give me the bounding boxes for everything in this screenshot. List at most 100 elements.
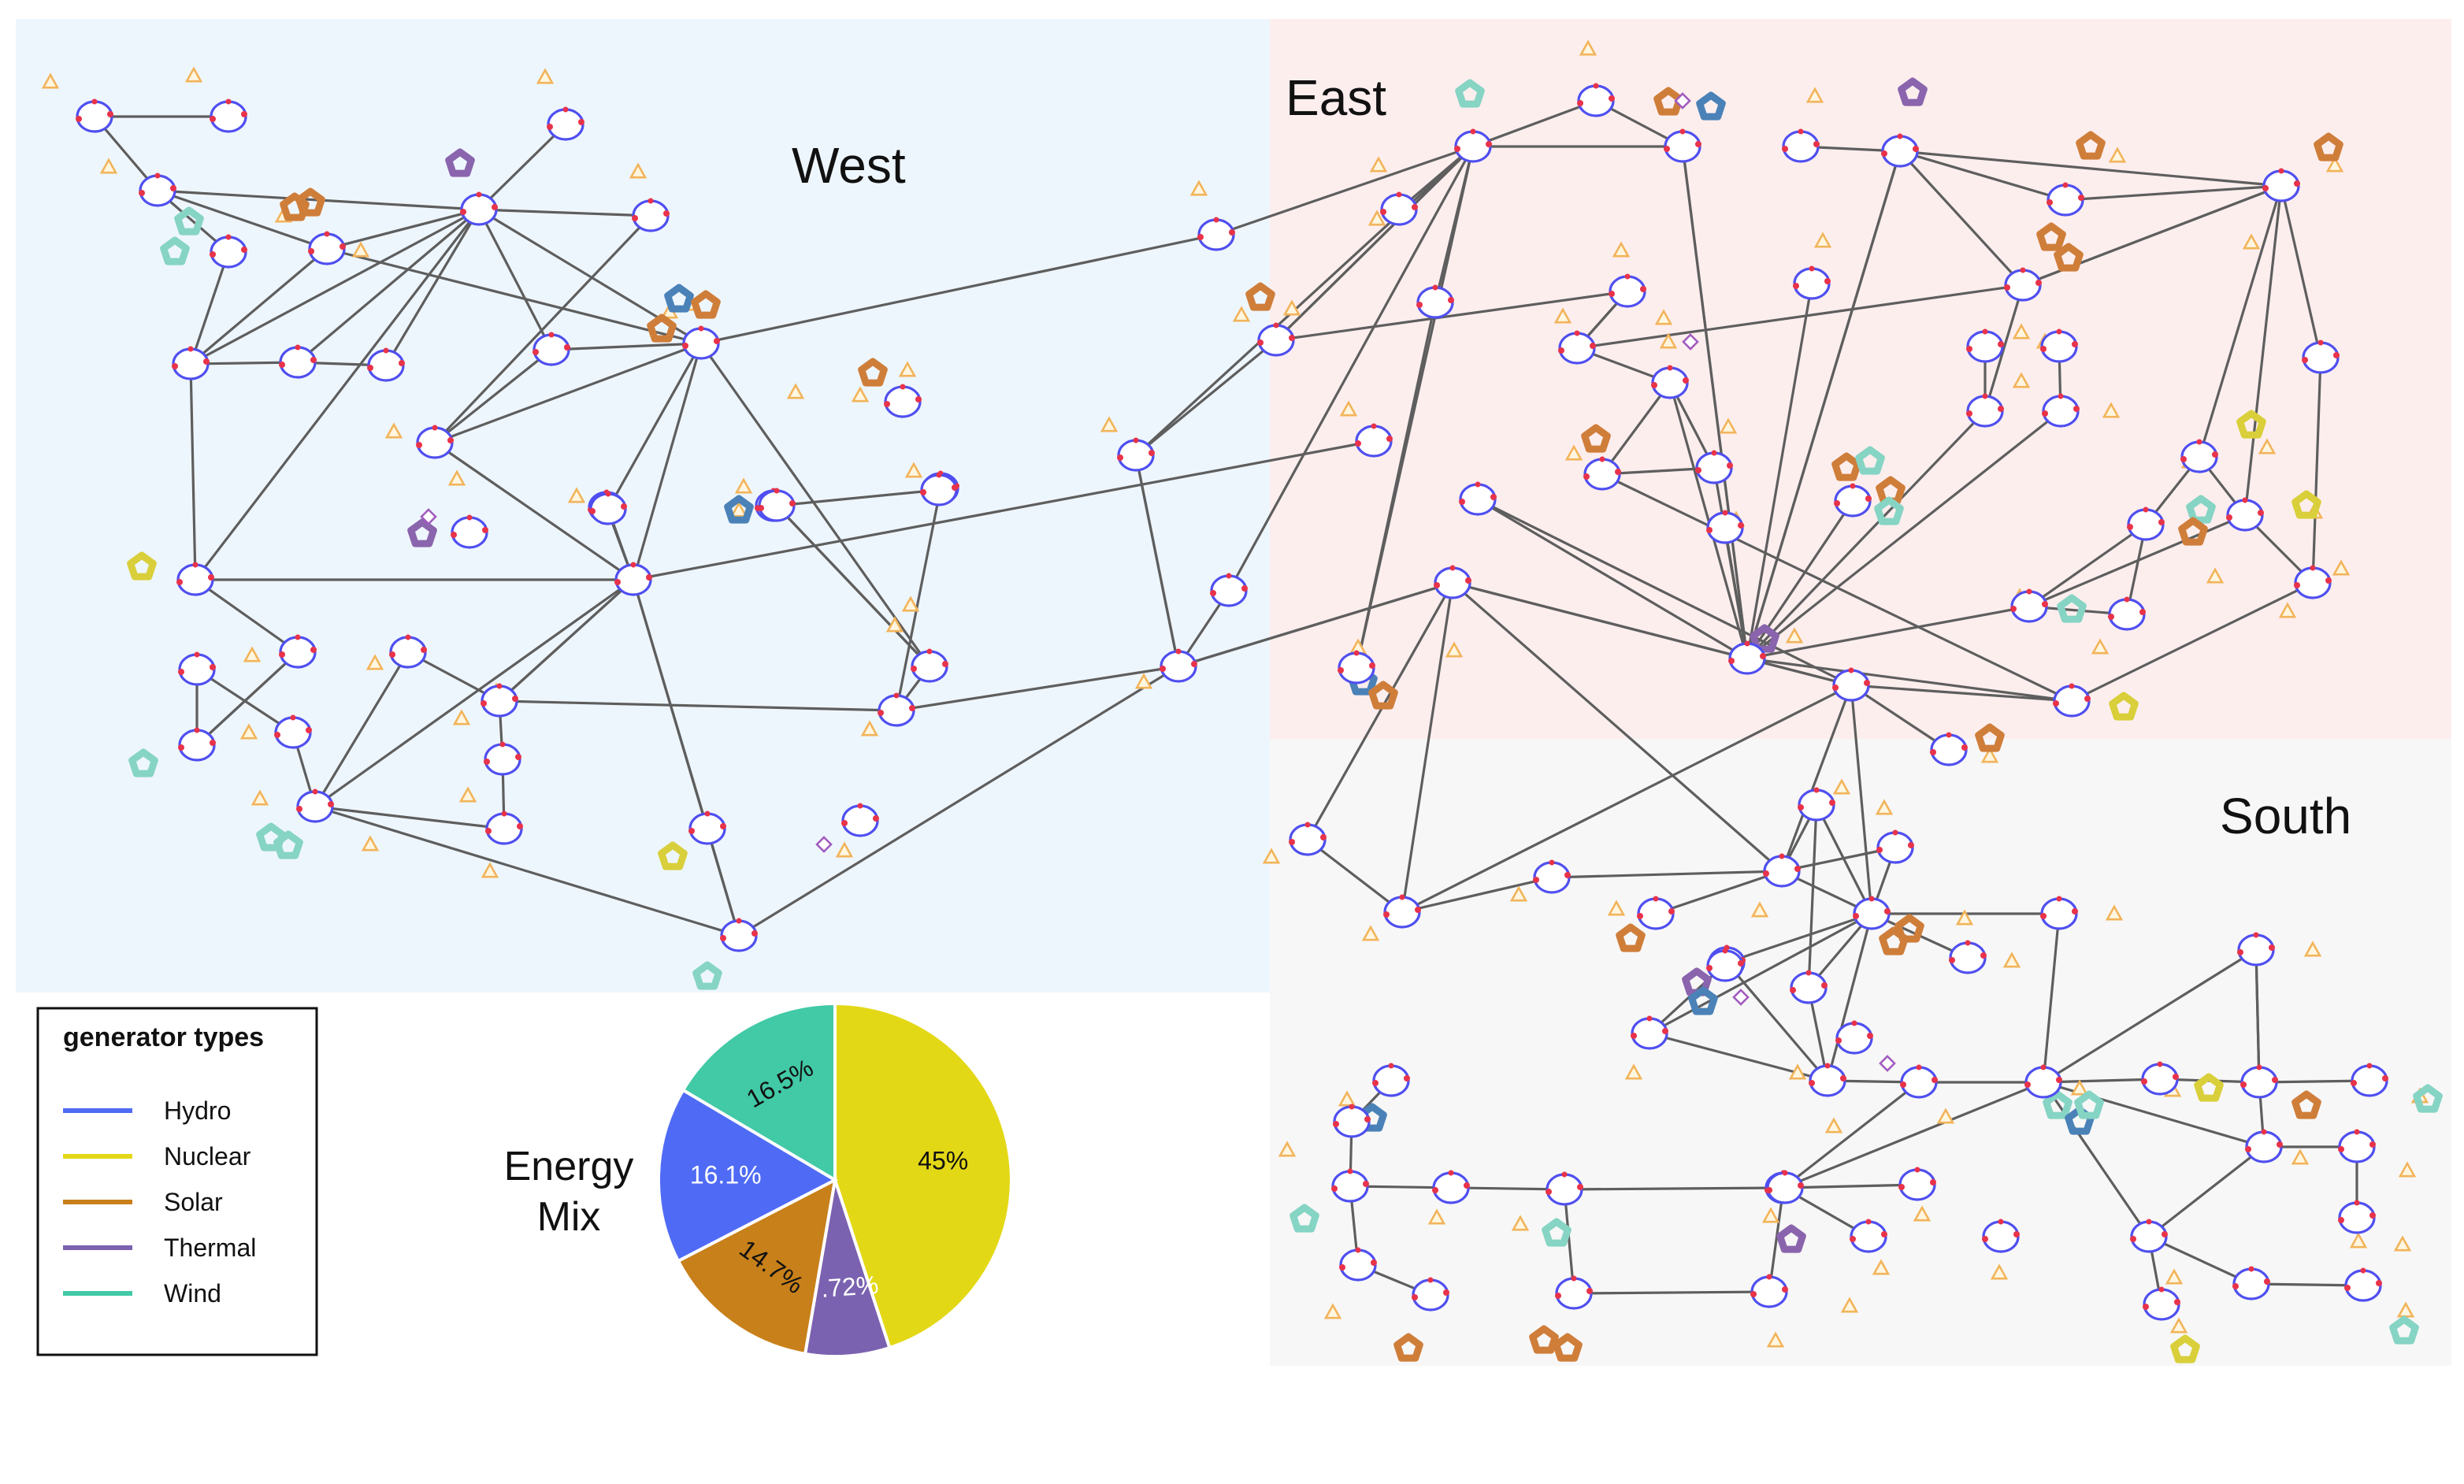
bus-circle xyxy=(1876,831,1914,864)
bus-connector xyxy=(1766,1274,1772,1280)
bus-node xyxy=(1982,1219,2020,1253)
bus-connector xyxy=(1486,141,1492,147)
generator-hydro xyxy=(1696,91,1726,121)
pie-slice-wind xyxy=(681,1001,837,1183)
transmission-line xyxy=(326,247,702,345)
bus-connector xyxy=(476,191,482,198)
load-triangle xyxy=(2349,1232,2368,1248)
bus-connector xyxy=(1399,894,1405,900)
load-triangle xyxy=(1955,909,1974,926)
storage-diamond xyxy=(1732,989,1750,1006)
bus-connector xyxy=(1558,347,1564,354)
transmission-line xyxy=(1227,146,1475,592)
transmission-line xyxy=(1746,283,1813,659)
bus-connector xyxy=(1449,565,1456,571)
generator-wind xyxy=(273,830,303,859)
bus-connector xyxy=(1320,834,1327,840)
bus-node xyxy=(2338,1129,2376,1163)
bus-node xyxy=(416,425,454,459)
load-triangle xyxy=(2398,1161,2417,1178)
bus-circle xyxy=(1881,135,1919,168)
transmission-line xyxy=(738,665,1179,937)
bus-connector xyxy=(632,215,638,221)
pie-label-nuclear: 45% xyxy=(918,1147,968,1175)
generator-wind xyxy=(174,206,204,236)
bus-connector xyxy=(1782,1170,1788,1176)
bus-connector xyxy=(893,692,900,699)
bus-connector xyxy=(720,823,726,829)
load-triangle xyxy=(1872,1259,1891,1275)
bus-connector xyxy=(2262,185,2269,191)
bus-node xyxy=(614,562,652,596)
generator-wind xyxy=(1855,446,1885,475)
bus-connector xyxy=(909,705,915,711)
load-triangle xyxy=(2393,1235,2412,1252)
transmission-line xyxy=(706,828,740,937)
bus-connector xyxy=(589,508,596,514)
load-triangle xyxy=(1427,1208,1446,1225)
region-label-south: South xyxy=(2220,788,2351,844)
bus-circle xyxy=(547,108,584,141)
transmission-line xyxy=(1826,913,1873,1081)
bus-connector xyxy=(1609,95,1615,102)
load-triangle xyxy=(1262,848,1281,864)
bus-circle xyxy=(1383,896,1421,929)
transmission-line xyxy=(633,440,1375,581)
bus-connector xyxy=(1383,911,1390,918)
transmission-line xyxy=(1178,581,1453,668)
bus-connector xyxy=(340,243,346,250)
bus-node xyxy=(1835,1020,1873,1055)
bus-connector xyxy=(751,930,758,937)
bus-connector xyxy=(2162,1231,2168,1237)
bus-connector xyxy=(621,503,627,510)
legend-title: generator types xyxy=(63,1022,264,1052)
bus-connector xyxy=(517,823,523,829)
bus-connector xyxy=(208,574,214,581)
bus-node xyxy=(1432,1170,1470,1204)
bus-connector xyxy=(1695,141,1701,147)
load-triangle xyxy=(2165,1268,2184,1285)
bus-circle xyxy=(2004,269,2042,302)
bus-circle xyxy=(2143,1288,2180,1321)
transmission-line xyxy=(1850,684,2073,703)
bus-connector xyxy=(1840,1075,1846,1081)
generator-wind xyxy=(2389,1315,2419,1345)
bus-connector xyxy=(324,231,330,237)
generator-solar xyxy=(2036,222,2066,251)
bus-node xyxy=(1533,859,1571,894)
bus-circle xyxy=(481,684,518,718)
load-triangle xyxy=(1761,1207,1780,1223)
transmission-line xyxy=(477,123,567,211)
bus-node xyxy=(2024,1064,2062,1099)
bus-connector xyxy=(1727,462,1733,469)
bus-connector xyxy=(1640,286,1646,292)
bus-connector xyxy=(1347,1168,1353,1174)
bus-connector xyxy=(774,488,780,494)
load-triangle xyxy=(1936,1107,1955,1124)
load-triangle xyxy=(1189,180,1208,196)
bus-node xyxy=(1412,1277,1449,1311)
load-triangle xyxy=(1278,1141,1297,1157)
bus-circle xyxy=(1750,1275,1788,1308)
bus-circle xyxy=(2108,598,2146,631)
bus-connector xyxy=(1779,853,1785,859)
bus-node xyxy=(1834,483,1872,518)
transmission-line xyxy=(194,209,481,581)
bus-circle xyxy=(485,812,523,845)
bus-circle xyxy=(2240,1066,2278,1099)
bus-node xyxy=(1577,83,1615,117)
bus-connector xyxy=(2173,1074,2179,1080)
bus-node xyxy=(2294,565,2332,599)
load-triangle xyxy=(2012,372,2031,388)
bus-node xyxy=(1900,1064,1938,1099)
bus-connector xyxy=(2056,896,2062,902)
load-triangle xyxy=(1511,1215,1530,1231)
bus-connector xyxy=(1388,1063,1394,1069)
bus-connector xyxy=(1304,822,1311,828)
bus-connector xyxy=(2245,1146,2251,1152)
bus-circle xyxy=(2232,1267,2270,1300)
load-triangle xyxy=(2242,233,2261,250)
bus-node xyxy=(1454,128,1492,163)
bus-node xyxy=(1339,1247,1377,1282)
legend-label-solar: Solar xyxy=(164,1188,223,1216)
